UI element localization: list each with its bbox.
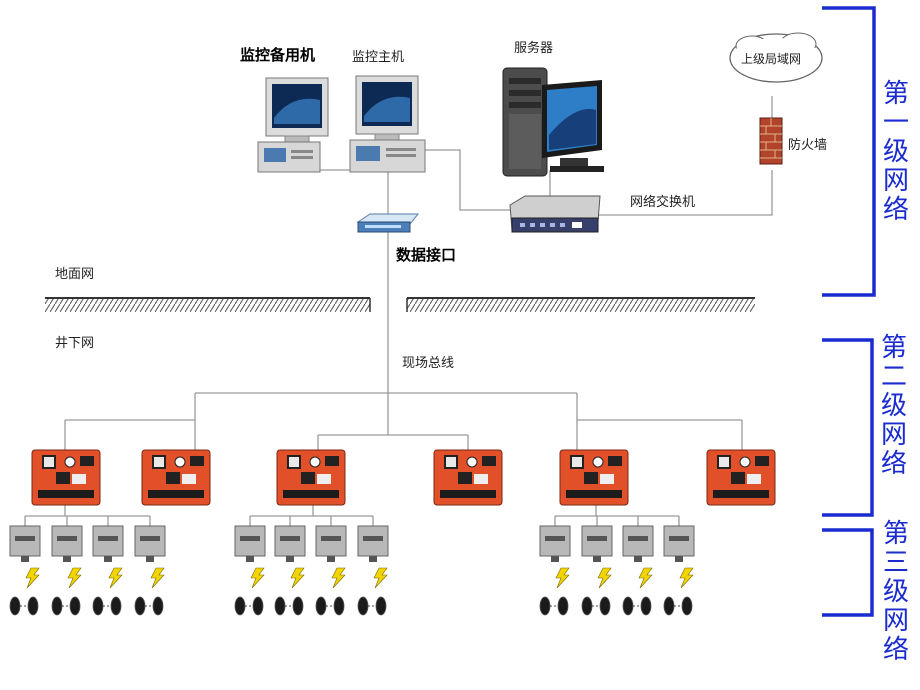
substation-5: [559, 449, 629, 506]
backup-monitor-label: 监控备用机: [240, 46, 316, 64]
level3-bracket: [822, 528, 874, 617]
field-bus-wiring: [64, 392, 743, 450]
substation-controllers: [31, 449, 776, 506]
level-brackets: [822, 6, 876, 617]
level1-label: 第一级网络: [882, 79, 909, 225]
substation-6: [706, 449, 776, 506]
main-computer-icon: [349, 75, 426, 173]
backup-computer-icon: [257, 77, 329, 173]
probe-icons: [9, 596, 693, 616]
sensor-wiring: [24, 505, 680, 526]
main-monitor-label: 监控主机: [352, 50, 405, 65]
cloud-network-icon: [729, 32, 823, 83]
data-interface-icon: [356, 213, 420, 233]
firewall-label: 防火墙: [788, 138, 828, 153]
lightning-icons: [25, 567, 694, 589]
brick-firewall-icon: [759, 117, 783, 165]
data-interface-label: 数据接口: [396, 246, 457, 264]
level2-bracket: [822, 338, 874, 517]
ground-line: [45, 297, 755, 312]
switch-label: 网络交换机: [630, 195, 696, 210]
server-label: 服务器: [514, 41, 554, 56]
field-bus-label: 现场总线: [402, 356, 455, 371]
substation-1: [31, 449, 101, 506]
level3-label: 第三级网络: [882, 519, 909, 665]
server-tower-icon: [502, 67, 604, 177]
level2-label: 第二级网络: [880, 333, 907, 479]
ground-net-label: 地面网: [55, 267, 95, 282]
substation-3: [276, 449, 346, 506]
upper-lan-label: 上级局域网: [741, 52, 802, 66]
underground-net-label: 井下网: [55, 336, 95, 351]
level1-bracket: [822, 6, 876, 297]
network-switch-icon: [509, 195, 601, 233]
substation-4: [433, 449, 503, 506]
substation-2: [141, 449, 211, 506]
sensor-boxes: [9, 525, 695, 562]
